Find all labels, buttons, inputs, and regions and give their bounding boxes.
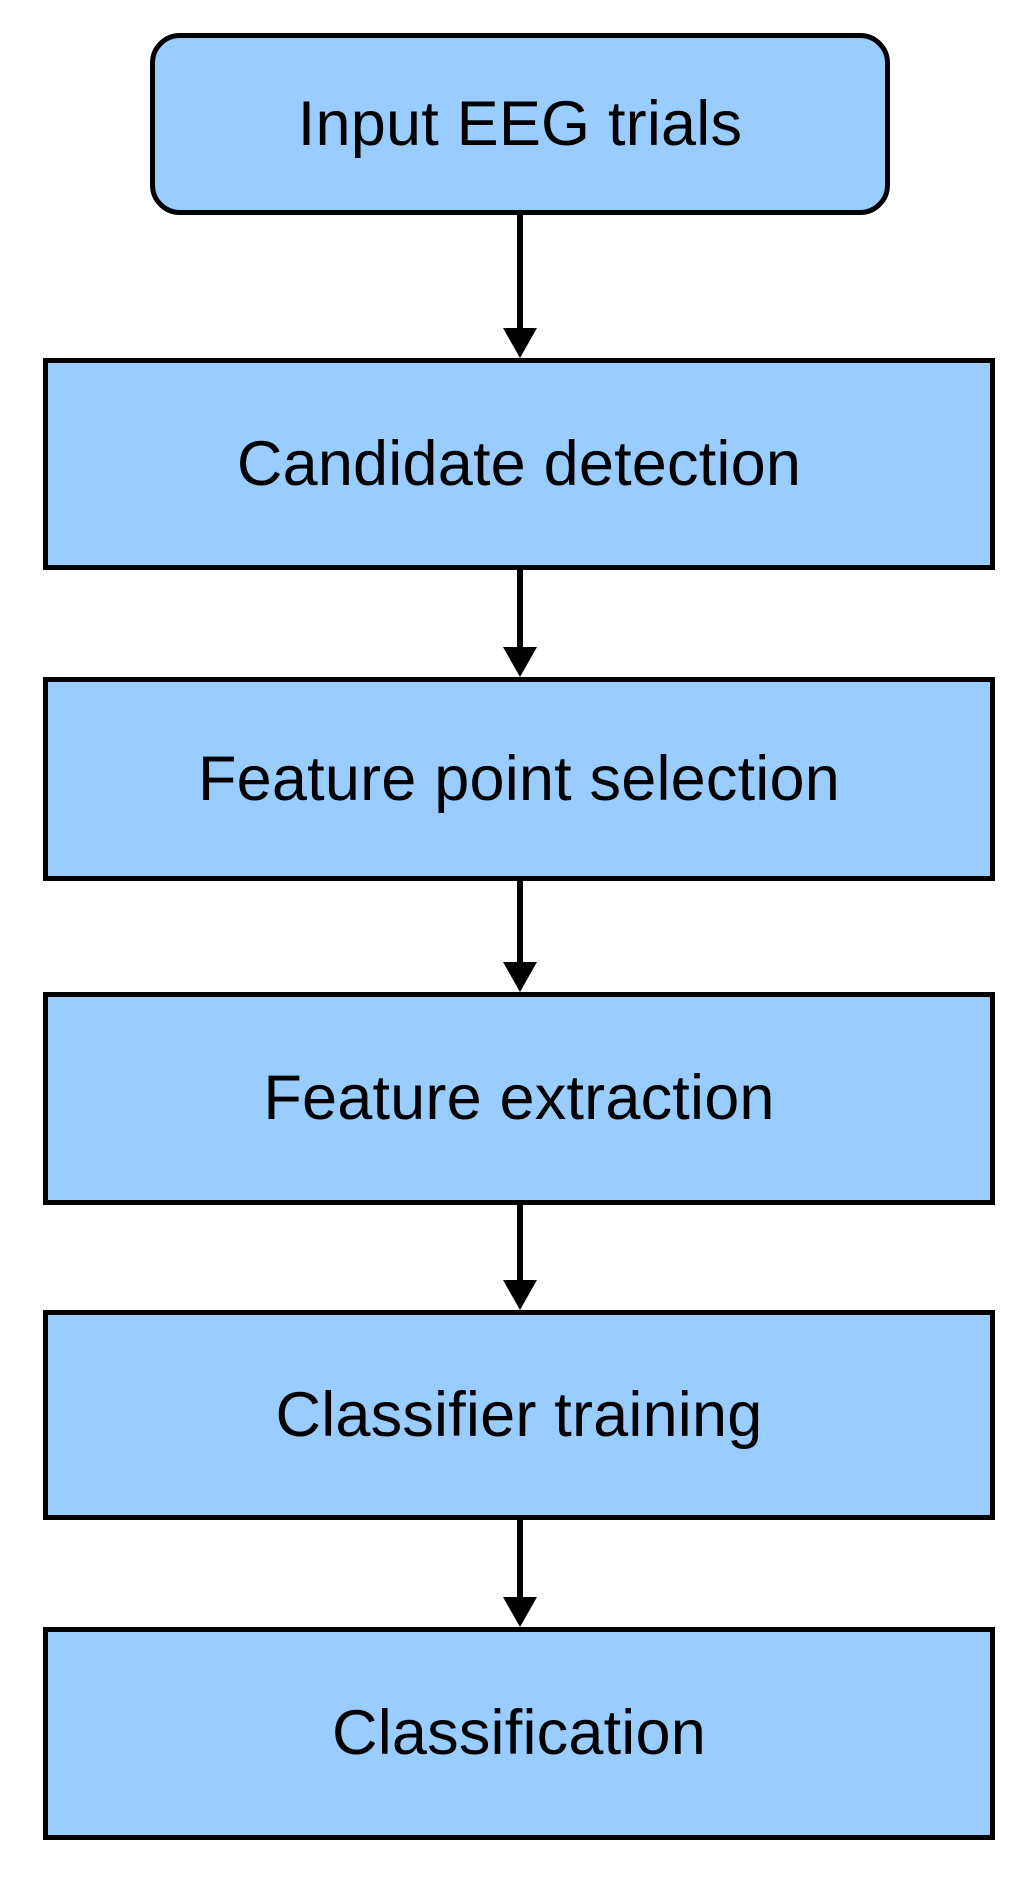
flow-node-classifier-training[interactable]: Classifier training: [43, 1310, 995, 1520]
arrow-shaft: [517, 570, 523, 649]
arrow-head-icon: [503, 1280, 537, 1310]
arrow-shaft: [517, 1205, 523, 1282]
flow-node-input-eeg-trials[interactable]: Input EEG trials: [150, 33, 890, 215]
flow-node-label: Classifier training: [275, 1379, 763, 1450]
flow-node-label: Classification: [332, 1698, 706, 1769]
arrow-head-icon: [503, 962, 537, 992]
flow-node-candidate-detection[interactable]: Candidate detection: [43, 358, 995, 570]
flow-node-feature-point-selection[interactable]: Feature point selection: [43, 677, 995, 881]
arrow-shaft: [517, 881, 523, 964]
flow-arrow-candidate-to-feature-point: [0, 570, 1024, 679]
flow-arrow-feature-point-to-extraction: [0, 881, 1024, 994]
flow-arrow-training-to-classification: [0, 1520, 1024, 1629]
flow-node-classification[interactable]: Classification: [43, 1627, 995, 1840]
arrow-head-icon: [503, 1597, 537, 1627]
arrow-shaft: [517, 1520, 523, 1599]
arrow-head-icon: [503, 328, 537, 358]
arrow-shaft: [517, 215, 523, 330]
flow-node-label: Feature point selection: [198, 743, 840, 814]
flow-node-label: Candidate detection: [236, 428, 802, 499]
flow-arrow-extraction-to-training: [0, 1205, 1024, 1312]
flow-node-label: Input EEG trials: [297, 88, 743, 159]
arrow-head-icon: [503, 647, 537, 677]
flow-node-feature-extraction[interactable]: Feature extraction: [43, 992, 995, 1205]
flow-arrow-input-to-candidate: [0, 215, 1024, 360]
flow-node-label: Feature extraction: [263, 1063, 775, 1134]
